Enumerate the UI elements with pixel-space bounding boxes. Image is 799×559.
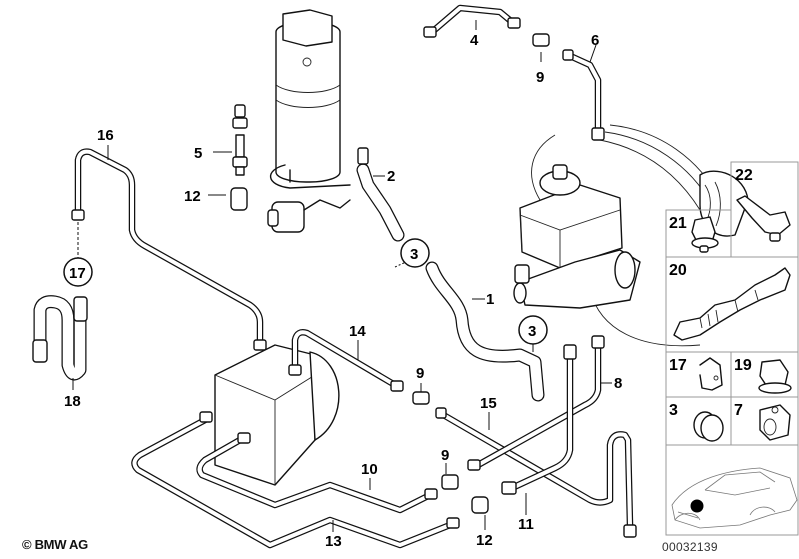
callout-5: 5 [194,145,202,162]
callout-13: 13 [325,533,342,550]
location-marker-dot [690,499,704,513]
car-locator-icon [671,467,798,529]
pipe-4 [423,4,521,38]
callout-17-label: 17 [69,265,86,282]
union-nut-12-low [471,496,489,514]
inset-label-3: 3 [669,402,678,419]
clip-7-icon [759,404,791,441]
clip-21-icon [691,216,719,253]
circled-callout-17 [63,257,93,287]
clip-19-icon [758,359,792,394]
callout-9-top: 9 [536,69,544,86]
pipe-14 [288,329,404,392]
holder-17-icon [699,357,723,391]
callout-18: 18 [64,393,81,410]
union-nut-12-left [230,187,248,211]
pipe-11 [501,344,577,495]
callout-3-lower: 3 [528,323,536,340]
master-cylinder [513,164,641,309]
pipe-16 [71,148,267,351]
callout-12-low: 12 [476,532,493,549]
callout-15: 15 [480,395,497,412]
brake-hose-18 [32,295,88,381]
callout-11: 11 [518,516,534,533]
inset-label-20: 20 [669,262,687,279]
callout-16: 16 [97,127,114,144]
callout-9-low: 9 [441,447,449,464]
union-nut-9-mid [412,391,430,405]
callout-8: 8 [614,375,622,392]
callout-10: 10 [361,461,378,478]
hose-clamp-3-icon [693,411,724,442]
inset-label-19: 19 [734,357,752,374]
hydraulic-unit [214,344,340,486]
hose-2 [356,147,405,242]
pipe-15 [435,407,637,538]
pipe-13 [131,411,460,549]
inset-label-7: 7 [734,402,743,419]
callouts: 4 9 6 16 5 12 2 1 8 14 9 15 9 10 11 12 1… [63,32,622,550]
inset-panels: 22 21 20 17 19 [665,161,799,536]
hose-1 [425,261,545,402]
callout-6: 6 [591,32,599,49]
leader-lines [72,20,612,532]
diagram-number: 00032139 [662,540,718,554]
circled-callout-3-upper [400,238,430,268]
callout-9-mid: 9 [416,365,424,382]
callout-2: 2 [387,168,395,185]
pipe-holder-20-icon [673,267,791,341]
callout-3-upper: 3 [410,246,418,263]
union-nut-9-low [441,474,459,490]
clip-22-icon [736,195,791,242]
pipe-connector-5 [232,104,248,176]
inset-label-21: 21 [669,215,687,232]
callout-14: 14 [349,323,366,340]
inset-label-17: 17 [669,357,687,374]
callout-4: 4 [470,32,479,49]
union-nut-9-top [532,33,550,47]
inset-label-22: 22 [735,167,753,184]
pipe-10 [196,432,438,514]
copyright-label: © BMW AG [22,537,88,552]
hydraulic-accumulator [267,9,351,233]
pipe-6 [562,49,605,141]
callout-1: 1 [486,291,494,308]
callout-12-left: 12 [184,188,201,205]
circled-callout-3-lower [518,315,548,345]
pipe-8 [467,335,605,471]
